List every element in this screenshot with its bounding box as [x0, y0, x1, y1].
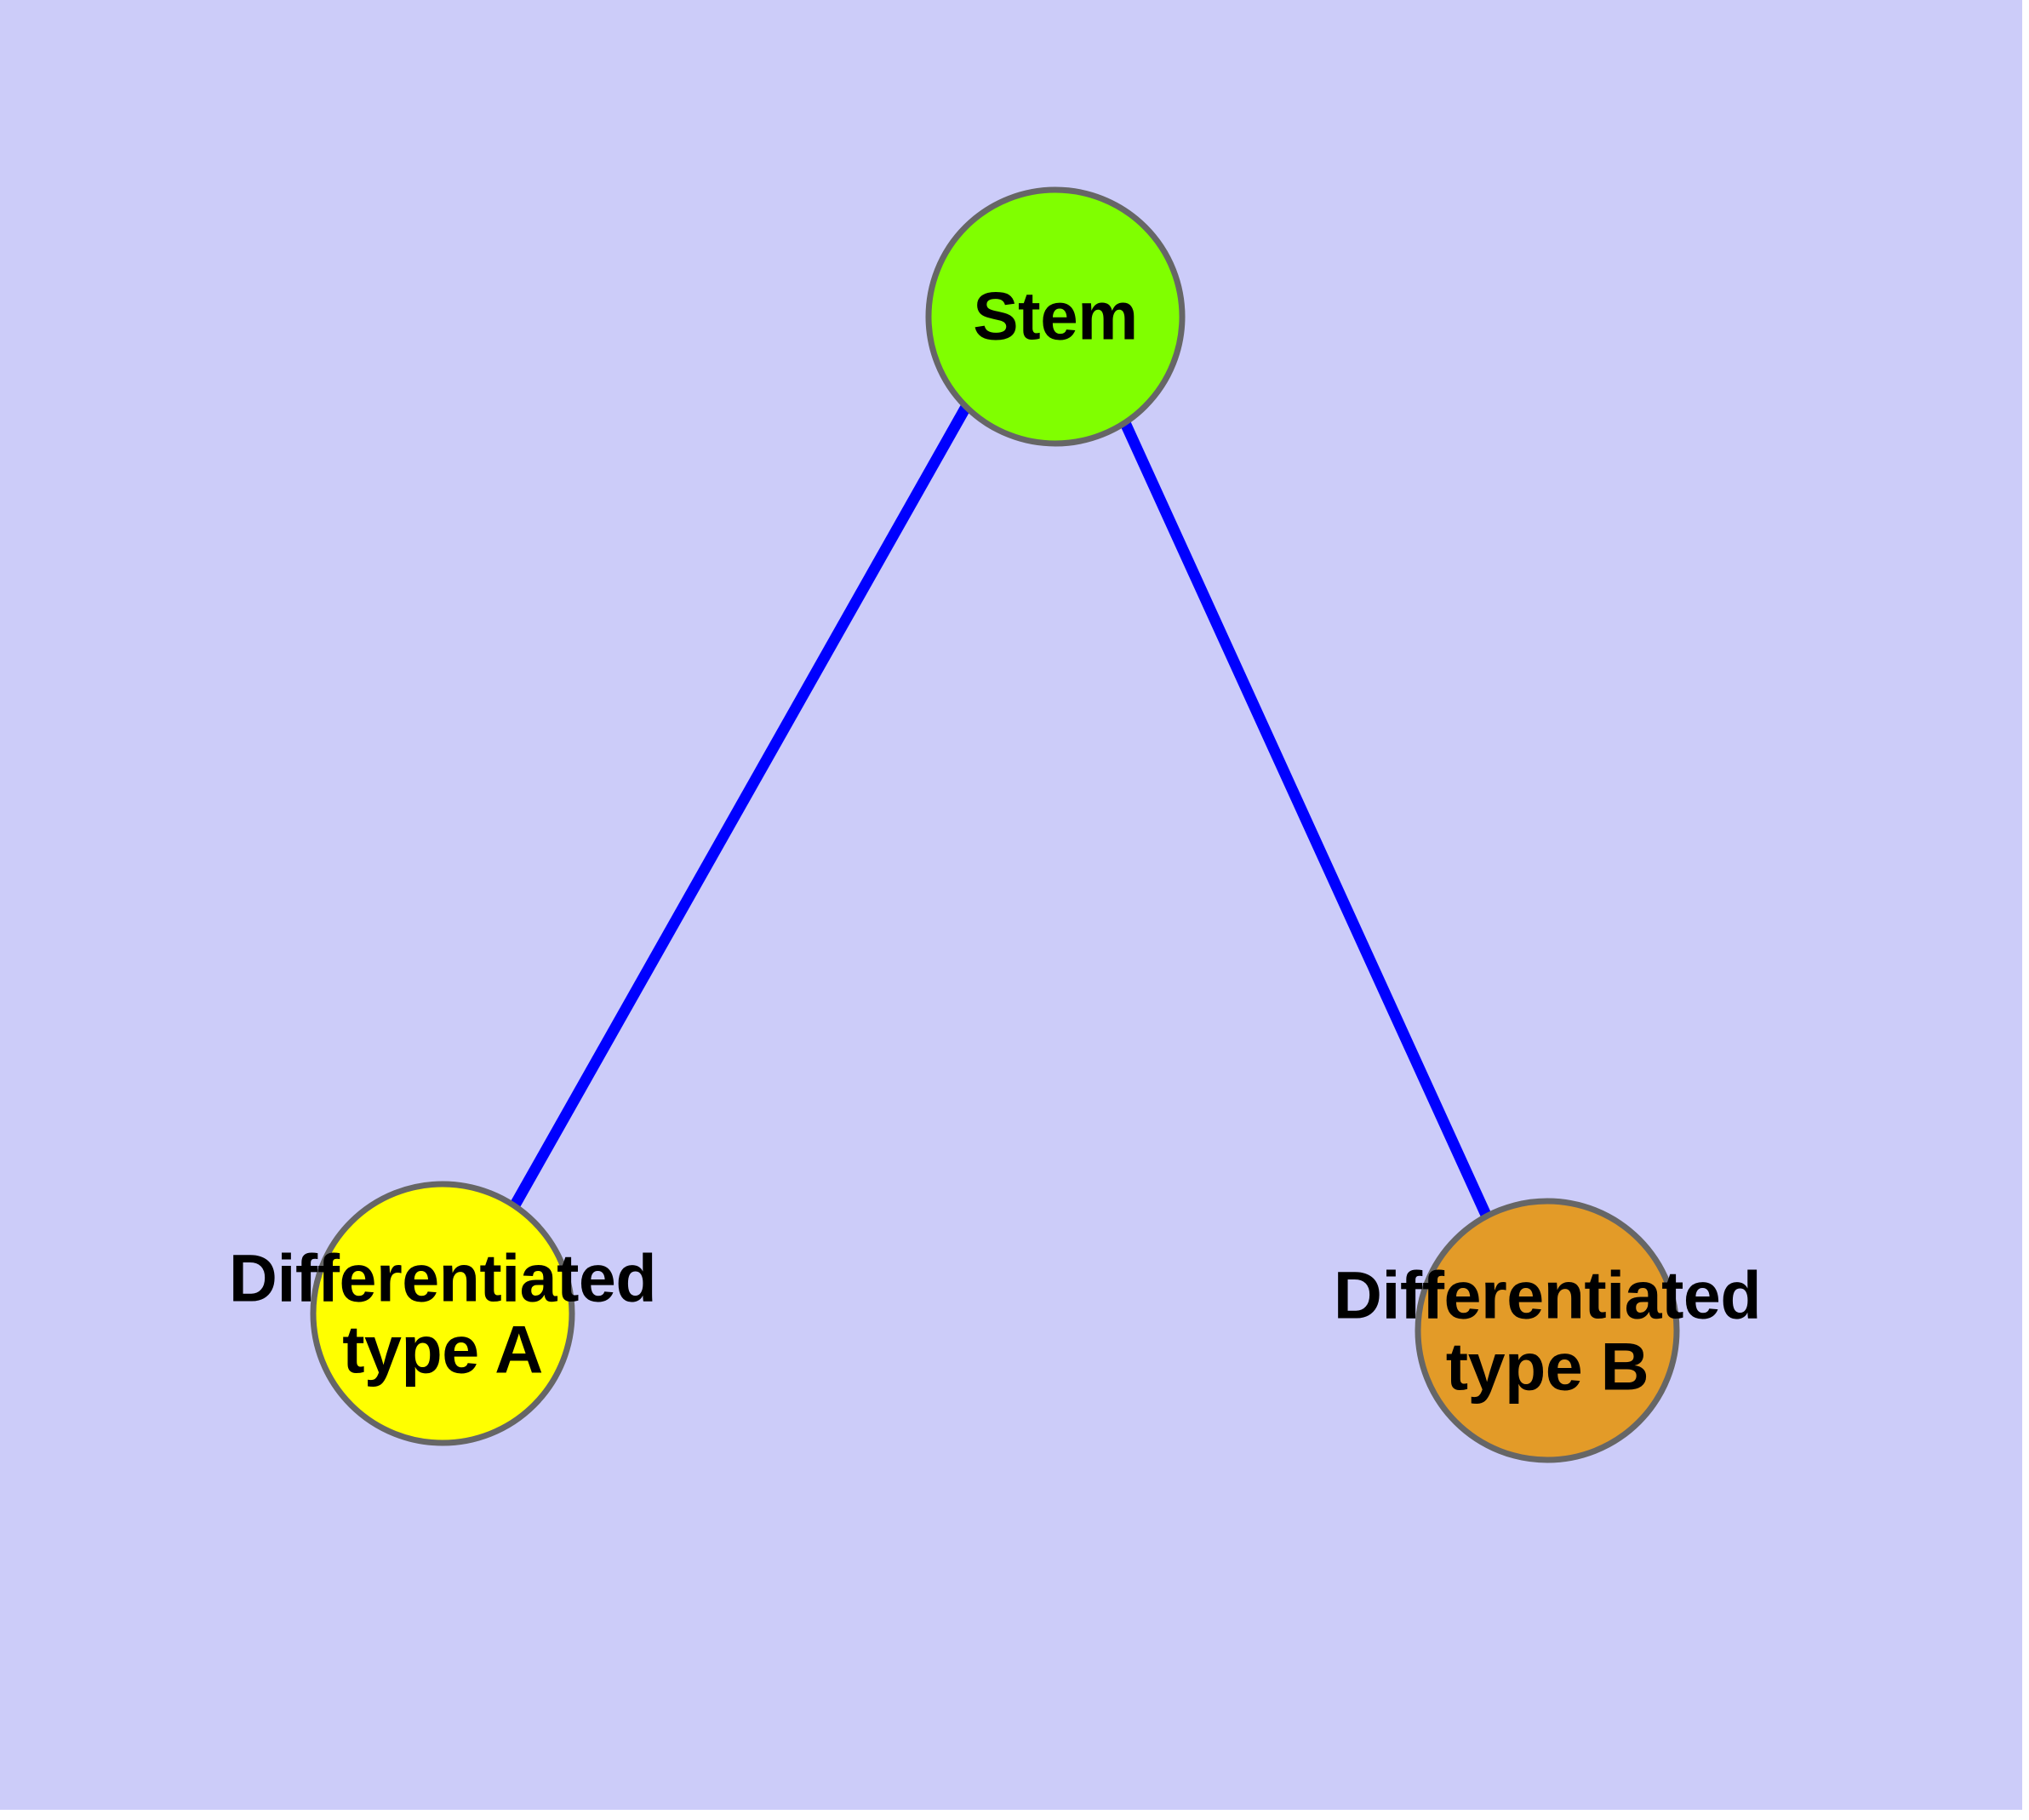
edge-stem-to-type-b[interactable]: [1117, 413, 1495, 1225]
edges-group: [504, 403, 1495, 1225]
node-differentiated-type-a-circle[interactable]: [310, 1181, 575, 1446]
node-stem-circle[interactable]: [925, 186, 1186, 447]
nodes-group: [310, 186, 1680, 1463]
node-differentiated-type-b-circle[interactable]: [1415, 1198, 1680, 1463]
edge-stem-to-type-a[interactable]: [504, 403, 971, 1219]
